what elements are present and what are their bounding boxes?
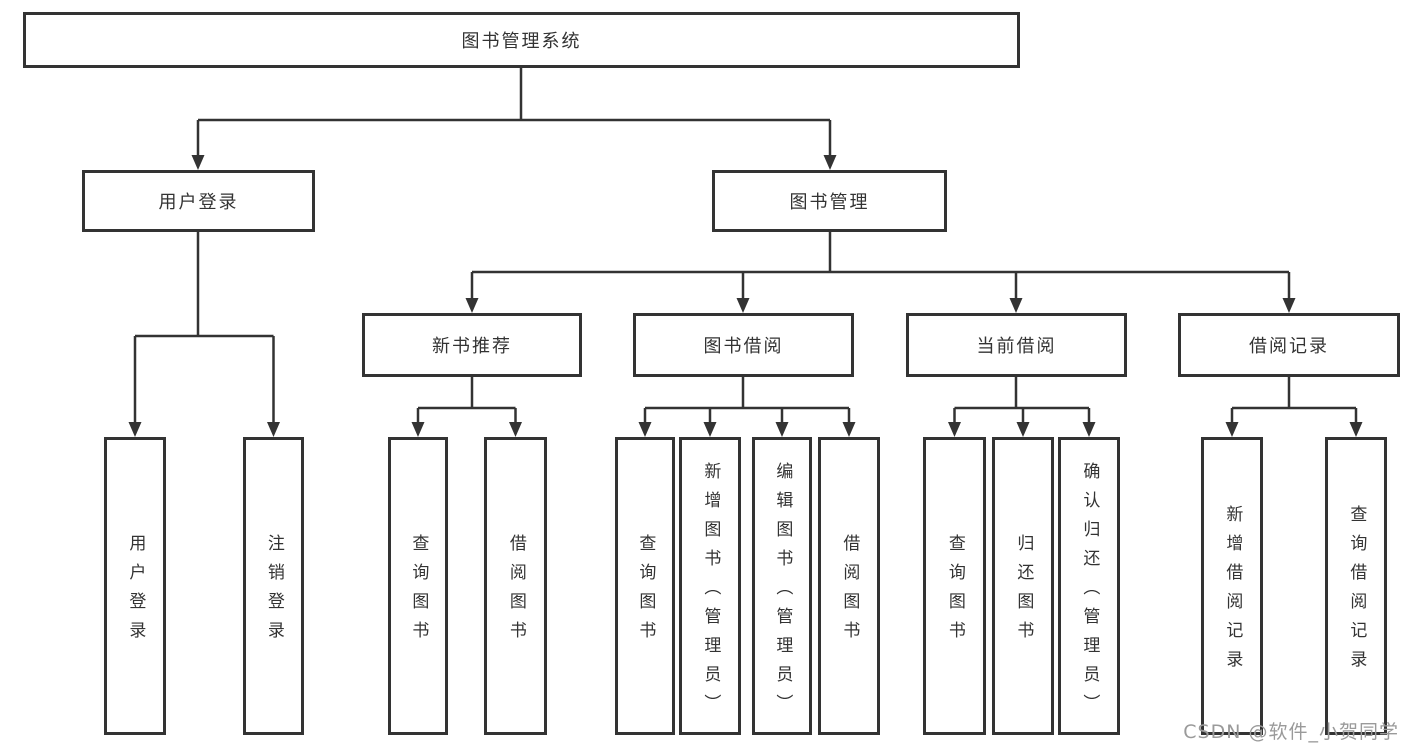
leaf-query-book-current-label: 查询图书 [944,534,965,650]
leaf-query-book-recommend: 查询图书 [388,437,448,735]
leaf-user-login-label: 用户登录 [125,534,146,650]
leaf-add-book-admin-label: 新增图书（管理员） [700,461,721,723]
leaf-user-login: 用户登录 [104,437,166,735]
csdn-watermark: CSDN @软件_小贺同学 [1183,721,1399,743]
leaf-edit-book-admin-label: 编辑图书（管理员） [772,461,793,723]
leaf-borrow-book-recommend: 借阅图书 [484,437,547,735]
leaf-confirm-return-admin-label: 确认归还（管理员） [1079,461,1100,723]
leaf-query-book-borrowing: 查询图书 [615,437,675,735]
leaf-query-book-current: 查询图书 [923,437,986,735]
leaf-return-book: 归还图书 [992,437,1054,735]
node-borrow-records-label: 借阅记录 [1249,336,1329,357]
leaf-logout: 注销登录 [243,437,304,735]
node-new-book-recommend: 新书推荐 [362,313,582,377]
node-book-management: 图书管理 [712,170,947,232]
leaf-borrow-book-label: 借阅图书 [839,534,860,650]
leaf-return-book-label: 归还图书 [1013,534,1034,650]
node-book-management-label: 图书管理 [789,192,870,213]
node-user-login-label: 用户登录 [158,192,239,213]
node-root-system: 图书管理系统 [23,12,1020,68]
leaf-confirm-return-admin: 确认归还（管理员） [1058,437,1120,735]
leaf-borrow-book-recommend-label: 借阅图书 [505,534,526,650]
leaf-logout-label: 注销登录 [263,534,284,650]
leaf-add-book-admin: 新增图书（管理员） [679,437,741,735]
leaf-add-borrow-record: 新增借阅记录 [1201,437,1263,735]
node-book-borrowing: 图书借阅 [633,313,854,377]
leaf-query-borrow-record: 查询借阅记录 [1325,437,1387,735]
node-current-borrowing-label: 当前借阅 [976,336,1057,357]
node-root-system-label: 图书管理系统 [461,31,582,52]
node-new-book-recommend-label: 新书推荐 [432,336,512,357]
leaf-borrow-book: 借阅图书 [818,437,880,735]
connector-lines [133,68,1358,425]
node-current-borrowing: 当前借阅 [906,313,1127,377]
leaf-query-book-recommend-label: 查询图书 [408,534,429,650]
node-user-login: 用户登录 [82,170,315,232]
leaf-query-book-borrowing-label: 查询图书 [635,534,656,650]
leaf-edit-book-admin: 编辑图书（管理员） [752,437,812,735]
leaf-add-borrow-record-label: 新增借阅记录 [1222,505,1243,679]
leaf-query-borrow-record-label: 查询借阅记录 [1346,505,1367,679]
node-book-borrowing-label: 图书借阅 [703,336,784,357]
node-borrow-records: 借阅记录 [1178,313,1400,377]
